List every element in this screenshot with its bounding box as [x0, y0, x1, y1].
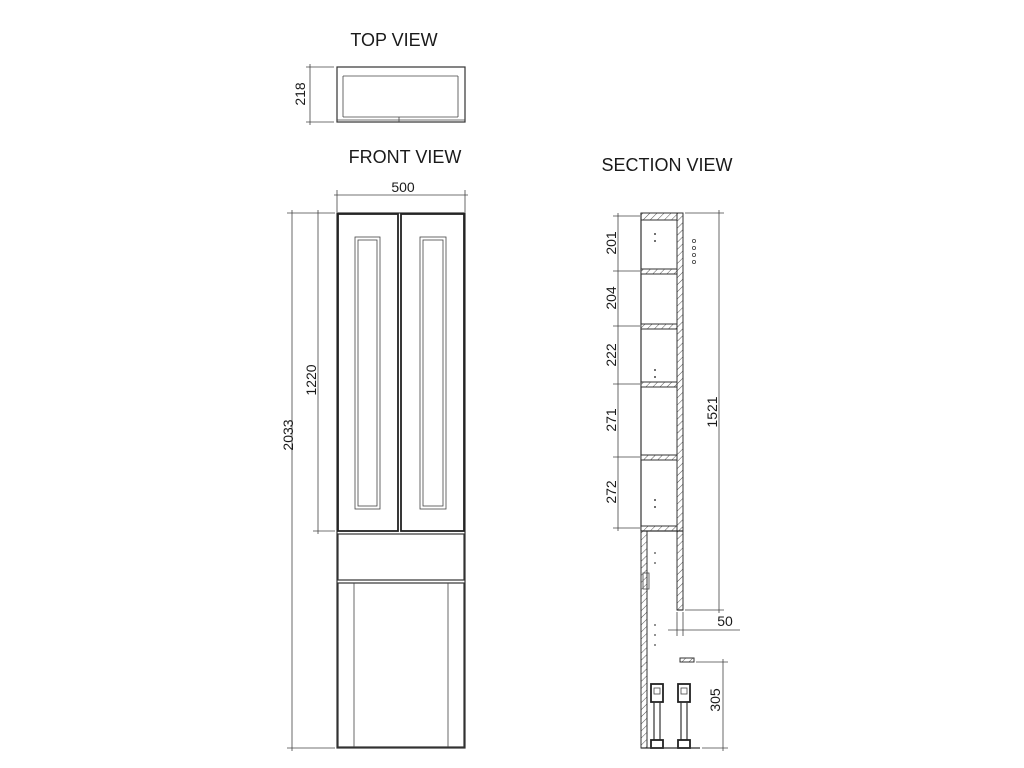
adjustable-leg-back: [677, 683, 691, 749]
top-view-title: TOP VIEW: [350, 30, 437, 50]
top-depth-label: 218: [292, 82, 308, 106]
front-width-label: 500: [391, 179, 415, 195]
shelf-2-spacing-label: 204: [603, 286, 619, 310]
front-view: FRONT VIEW 500 2033: [280, 147, 468, 751]
lower-door: [337, 582, 465, 748]
left-upper-door: [337, 213, 399, 532]
back-height-dimension: 1521: [685, 210, 724, 613]
shelf-4-spacing-label: 271: [603, 408, 619, 432]
front-view-title: FRONT VIEW: [349, 147, 462, 167]
top-view-outline: [336, 66, 466, 123]
leg-height-dimension: 305: [696, 659, 728, 751]
right-upper-door: [400, 213, 465, 532]
adjustable-leg-front: [650, 683, 664, 749]
top-view: TOP VIEW 218: [292, 30, 466, 125]
offset-dimension: 50: [668, 612, 740, 636]
section-lower-carcass: [640, 530, 700, 749]
back-height-label: 1521: [704, 396, 720, 427]
front-height-dimension: 2033: [280, 210, 335, 751]
upper-doors-label: 1220: [303, 364, 319, 395]
shelf-3-spacing-label: 222: [603, 343, 619, 367]
left-door-panel: [354, 236, 381, 510]
front-height-label: 2033: [280, 419, 296, 450]
shelf-1-spacing-label: 201: [603, 231, 619, 255]
shelf-5-spacing-label: 272: [603, 480, 619, 504]
offset-label: 50: [717, 613, 733, 629]
cabinet-front-outline: [336, 212, 466, 749]
section-upper-carcass: [640, 212, 697, 611]
leg-height-label: 305: [707, 688, 723, 712]
upper-doors-dimension: 1220: [303, 210, 335, 534]
section-view-title: SECTION VIEW: [601, 155, 732, 175]
front-width-dimension: 500: [334, 179, 468, 212]
right-door-panel: [419, 236, 447, 510]
drawer-front: [337, 533, 465, 581]
top-depth-dimension: 218: [292, 64, 334, 125]
shelf-spacing-dimensions: 201 204 222 271 272: [603, 213, 640, 531]
section-view: SECTION VIEW: [601, 155, 740, 751]
